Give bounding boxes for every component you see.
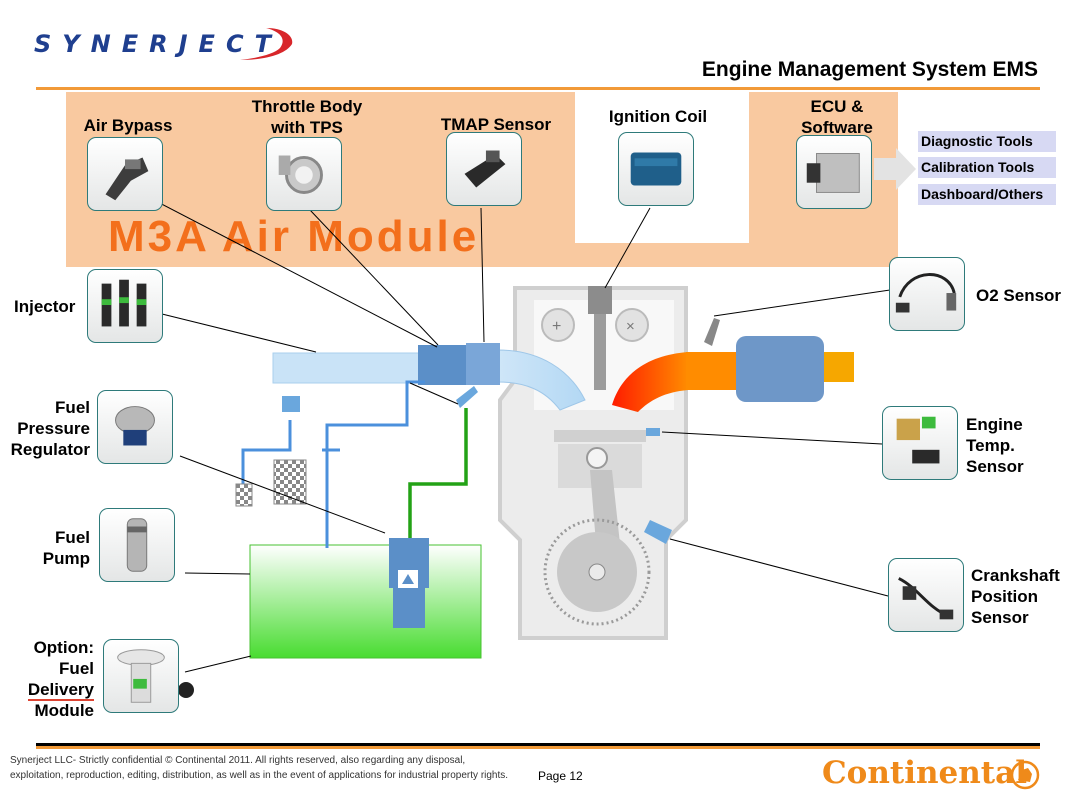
logo-swoosh-icon: [240, 28, 293, 60]
air-module-title: M3A Air Module: [108, 212, 480, 261]
fpr-image-icon: [115, 406, 155, 446]
page-number: Page 12: [538, 769, 583, 783]
injector-thumbnail: [87, 269, 163, 343]
label-ets-line1: Engine: [966, 415, 1023, 434]
label-fuel-pump-line2: Pump: [42, 549, 90, 568]
label-ets-line3: Sensor: [966, 457, 1024, 476]
label-engine-temp-sensor: Engine Temp. Sensor: [966, 414, 1024, 477]
tool-diagnostic: Diagnostic Tools: [918, 131, 1056, 152]
engine-temp-schematic: [646, 428, 660, 436]
label-fuel-pressure-regulator: Fuel Pressure Regulator: [0, 397, 90, 460]
injector-schematic: [456, 386, 478, 408]
fuel-pump-thumbnail: [99, 508, 175, 582]
air-bypass-image-icon: [105, 157, 149, 201]
page-title: Engine Management System EMS: [701, 58, 1038, 81]
confidentiality-notice: Synerject LLC- Strictly confidential © C…: [10, 755, 509, 781]
footer-divider-black: [36, 743, 1040, 746]
label-fpr-line2: Pressure: [17, 419, 90, 438]
pressure-regulator-schematic: [282, 396, 300, 412]
synerject-logo: SYNERJECT: [34, 30, 282, 58]
fuel-filter: [273, 459, 307, 505]
label-ecu: ECU & Software: [786, 96, 888, 138]
label-ignition-coil: Ignition Coil: [608, 107, 708, 126]
header-divider: [36, 87, 1040, 90]
injector-image-icon: [101, 279, 147, 327]
throttle-body-image-icon: [278, 155, 323, 194]
fuel-pressure-regulator-thumbnail: [97, 390, 173, 464]
label-fdm-line3: Delivery: [27, 680, 94, 701]
fdm-float-icon: [178, 682, 194, 698]
logo-text: SYNERJECT: [34, 30, 282, 58]
exhaust-tail: [824, 352, 854, 382]
canister: [235, 483, 253, 507]
o2-sensor-image-icon: [895, 273, 957, 313]
exhaust-pipe: [686, 352, 738, 390]
catalytic-converter: [736, 336, 824, 402]
leader-lines: [124, 184, 891, 673]
label-ets-line2: Temp.: [966, 436, 1015, 455]
label-cps-line2: Position: [971, 587, 1039, 606]
crank-sensor-schematic: [644, 520, 672, 544]
label-o2-sensor: O2 Sensor: [976, 286, 1062, 305]
label-fpr-line3: Regulator: [10, 440, 90, 459]
label-cps-line3: Sensor: [971, 608, 1029, 627]
exhaust-port: [612, 352, 688, 412]
continental-logo: Continental: [822, 755, 1027, 791]
label-fdm-line4: Module: [34, 701, 95, 720]
continental-horse-icon: [1010, 760, 1040, 790]
fuel-line-green: [408, 408, 468, 538]
footer-divider-orange: [36, 746, 1040, 749]
throttle-body-schematic: [418, 345, 466, 385]
intake-manifold: [497, 349, 586, 411]
label-fdm-line1: Option:: [33, 638, 94, 657]
tmap-schematic: [466, 343, 500, 385]
label-throttle-body-line1: Throttle Body: [251, 97, 363, 116]
label-injector: Injector: [14, 297, 76, 316]
ignition-coil-image-icon: [630, 152, 682, 186]
label-fuel-delivery-module: Option: Fuel Delivery Module: [0, 637, 94, 721]
label-fdm-line2: Fuel: [59, 659, 94, 678]
label-throttle-body: Throttle Body with TPS: [234, 96, 380, 138]
fuel-line-feed: [325, 380, 425, 548]
label-crankshaft-sensor: Crankshaft Position Sensor: [971, 565, 1060, 628]
fuel-tank: [249, 544, 482, 659]
engine-block: + ×: [498, 286, 688, 640]
tmap-thumbnail: [446, 132, 522, 206]
svg-text:×: ×: [626, 318, 635, 335]
crankshaft-sensor-thumbnail: [888, 558, 964, 632]
label-ecu-line1: ECU &: [810, 97, 864, 116]
label-air-bypass: Air Bypass: [83, 116, 173, 135]
tmap-image-icon: [464, 150, 506, 188]
ignition-coil-schematic: [588, 286, 612, 314]
throttle-body-thumbnail: [266, 137, 342, 211]
fuel-pump-image-icon: [126, 518, 148, 572]
fdm-image-icon: [117, 649, 165, 703]
svg-text:+: +: [552, 318, 561, 335]
ignition-coil-thumbnail: [618, 132, 694, 206]
label-fuel-pump: Fuel Pump: [0, 527, 90, 569]
fuel-line-return: [241, 420, 292, 484]
continental-logo-text: Continental: [822, 755, 1027, 791]
tool-calibration: Calibration Tools: [918, 157, 1056, 178]
label-tmap-sensor: TMAP Sensor: [440, 115, 552, 134]
label-throttle-body-line2: with TPS: [271, 118, 343, 137]
intake-duct: [272, 352, 424, 384]
tool-dashboard: Dashboard/Others: [918, 184, 1056, 205]
ecu-image-icon: [806, 153, 860, 193]
fuel-delivery-module-thumbnail: [103, 639, 179, 713]
ecu-thumbnail: [796, 135, 872, 209]
label-fuel-pump-line1: Fuel: [55, 528, 90, 547]
engine-temp-image-icon: [896, 416, 940, 464]
label-cps-line1: Crankshaft: [971, 566, 1060, 585]
ecu-tools-arrow-icon: [874, 148, 916, 190]
label-fpr-line1: Fuel: [55, 398, 90, 417]
air-bypass-thumbnail: [87, 137, 163, 211]
o2-sensor-schematic: [704, 318, 720, 346]
o2-sensor-thumbnail: [889, 257, 965, 331]
crankshaft-sensor-image-icon: [898, 577, 954, 620]
engine-temp-sensor-thumbnail: [882, 406, 958, 480]
label-ecu-line2: Software: [801, 118, 873, 137]
